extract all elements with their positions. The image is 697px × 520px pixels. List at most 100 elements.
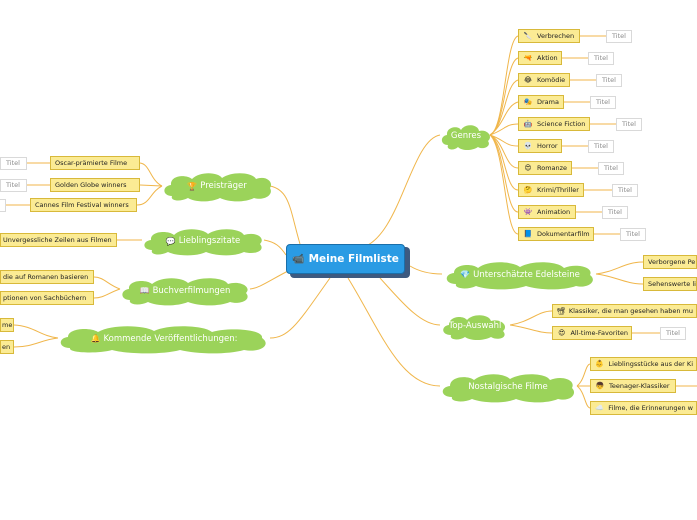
genre-drama[interactable]: 🎭 Drama (518, 95, 564, 109)
cloud-shape (442, 374, 575, 403)
projector-icon: 📽 (556, 307, 566, 315)
award-oscar[interactable]: Oscar-prämierte Filme (50, 156, 140, 170)
top-pick-label: All-time-Favoriten (570, 329, 628, 337)
branch-underrated-gems[interactable]: 💎Unterschätzte Edelsteine (442, 259, 598, 290)
title-placeholder[interactable]: Titel (0, 179, 27, 192)
genre-verbrechen[interactable]: 🔪 Verbrechen (518, 29, 580, 43)
branch-genres[interactable]: Genres (438, 121, 494, 151)
award-golden-globe[interactable]: Golden Globe winners (50, 178, 140, 192)
quote-item[interactable]: Unvergessliche Zeilen aus Filmen (0, 233, 117, 247)
title-placeholder[interactable]: Titel (0, 157, 27, 170)
title-placeholder[interactable]: Titel (620, 228, 646, 241)
baby-icon: 👶 (595, 360, 605, 368)
branch-award-winners-label: Preisträger (200, 181, 247, 191)
nostalgia-memories[interactable]: ☁️Filme, die Erinnerungen w (590, 401, 697, 415)
heart-eyes-face-icon: 😍 (524, 164, 532, 172)
central-topic[interactable]: 📹 Meine Filmliste (286, 244, 410, 278)
genre-aktion[interactable]: 🔫 Aktion (518, 51, 562, 65)
nostalgia-label: Teenager-Klassiker (609, 382, 670, 390)
book-icon: 📘 (523, 230, 533, 238)
branch-upcoming-releases[interactable]: 🔔Kommende Veröffentlichungen: (56, 323, 272, 354)
title-placeholder[interactable]: Titel (602, 206, 628, 219)
genre-label: Romanze (537, 164, 568, 172)
central-topic-box[interactable]: 📹 Meine Filmliste (286, 244, 405, 274)
book-adaptation-nonfiction[interactable]: ptionen von Sachbüchern (0, 291, 94, 305)
top-pick-favorites[interactable]: 😍 All-time-Favoriten (552, 326, 632, 340)
branch-underrated-gems-label: Unterschätzte Edelsteine (473, 269, 580, 280)
boy-face-icon: 👦 (595, 382, 605, 390)
genre-label: Krimi/Thriller (537, 186, 579, 194)
camera-icon: 📹 (292, 253, 305, 265)
branch-nostalgic-films-label: Nostalgische Filme (468, 382, 548, 392)
thinking-face-icon: 🤔 (523, 186, 533, 194)
book-adaptation-novels[interactable]: die auf Romanen basieren (0, 270, 94, 284)
genre-krimi-thriller[interactable]: 🤔 Krimi/Thriller (518, 183, 584, 197)
title-placeholder[interactable]: Titel (596, 74, 622, 87)
nostalgia-teen[interactable]: 👦 Teenager-Klassiker (590, 379, 676, 393)
nostalgia-label: Lieblingsstücke aus der Ki (608, 360, 693, 368)
branch-genres-label: Genres (450, 131, 482, 141)
branch-award-winners[interactable]: 🏆Preisträger (160, 170, 274, 202)
title-placeholder[interactable]: Titel (660, 327, 686, 340)
gem-item[interactable]: Sehenswerte li (643, 277, 697, 291)
branch-top-picks-label: Top-Auswahl (448, 321, 502, 331)
heart-eyes-face-icon: 😍 (558, 329, 566, 337)
genre-dokumentarfilm[interactable]: 📘 Dokumentarfilm (518, 227, 594, 241)
genre-label: Animation (537, 208, 571, 216)
gun-icon: 🔫 (523, 54, 533, 62)
branch-top-picks[interactable]: Top-Auswahl (439, 311, 511, 341)
bell-icon: 🔔 (90, 334, 101, 343)
cloud-shape (144, 229, 262, 256)
title-placeholder[interactable]: Titel (598, 162, 624, 175)
upcoming-item[interactable]: en (0, 340, 14, 354)
title-placeholder[interactable]: Titel (588, 52, 614, 65)
trophy-icon: 🏆 (187, 181, 198, 191)
title-placeholder[interactable]: Titel (616, 118, 642, 131)
cloud-shape (60, 326, 266, 354)
central-topic-label: Meine Filmliste (308, 253, 399, 265)
branch-nostalgic-films[interactable]: Nostalgische Filme (438, 371, 578, 403)
title-placeholder[interactable]: Titel (606, 30, 632, 43)
speech-bubble-icon: 💬 (165, 236, 176, 246)
cloud-shape (122, 278, 248, 306)
genre-science-fiction[interactable]: 🤖 Science Fiction (518, 117, 590, 131)
genre-label: Horror (537, 142, 558, 150)
cloud-shape (446, 262, 593, 290)
genre-label: Komödie (537, 76, 566, 84)
genre-label: Dokumentarfilm (537, 230, 590, 238)
knife-icon: 🔪 (523, 32, 533, 40)
cloud-icon: ☁️ (595, 404, 604, 412)
skull-icon: 💀 (523, 142, 533, 150)
genre-label: Verbrechen (537, 32, 575, 40)
cloud-shape (441, 125, 490, 150)
genre-horror[interactable]: 💀 Horror (518, 139, 562, 153)
robot-icon: 🤖 (523, 120, 533, 128)
open-book-icon: 📖 (139, 286, 150, 295)
top-pick-classics[interactable]: 📽Klassiker, die man gesehen haben mu (552, 304, 697, 318)
branch-favorite-quotes-label: Lieblingszitate (178, 236, 241, 246)
genre-romanze[interactable]: 😍 Romanze (518, 161, 572, 175)
alien-icon: 👾 (523, 208, 533, 216)
drama-masks-icon: 🎭 (523, 98, 533, 106)
title-placeholder[interactable]: Titel (590, 96, 616, 109)
title-placeholder[interactable]: Titel (588, 140, 614, 153)
genre-label: Drama (537, 98, 559, 106)
upcoming-item[interactable]: me (0, 318, 14, 332)
genre-komoedie[interactable]: 😂Komödie (518, 73, 570, 87)
gem-icon: 💎 (460, 270, 471, 279)
genre-label: Aktion (537, 54, 558, 62)
genre-label: Science Fiction (537, 120, 586, 128)
branch-book-adaptations-label: Buchverfilmungen (152, 285, 231, 296)
title-placeholder[interactable]: Titel (612, 184, 638, 197)
branch-book-adaptations[interactable]: 📖Buchverfilmungen (118, 275, 252, 306)
title-placeholder[interactable] (0, 199, 6, 212)
cloud-shape (164, 173, 272, 202)
genre-animation[interactable]: 👾 Animation (518, 205, 576, 219)
branch-favorite-quotes[interactable]: 💬Lieblingszitate (140, 226, 266, 256)
nostalgia-childhood[interactable]: 👶Lieblingsstücke aus der Ki (590, 357, 697, 371)
award-cannes[interactable]: Cannes Film Festival winners (30, 198, 137, 212)
cloud-shape (443, 315, 506, 340)
branch-upcoming-releases-label: Kommende Veröffentlichungen: (103, 333, 238, 344)
gem-item[interactable]: Verborgene Pe (643, 255, 697, 269)
